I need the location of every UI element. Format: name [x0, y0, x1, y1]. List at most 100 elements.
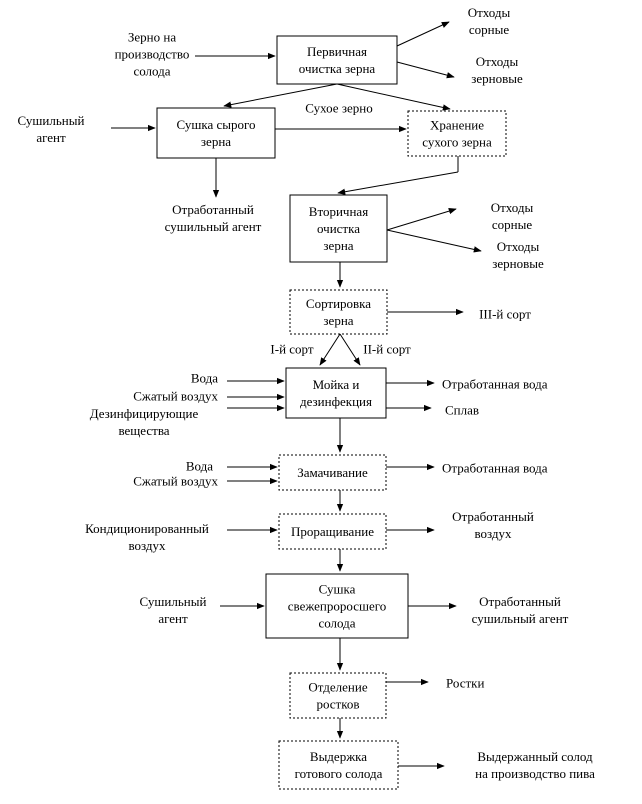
flow-arrow — [319, 333, 341, 366]
label-grade-1-line-1: I-й сорт — [270, 342, 313, 357]
box-storage-text-line-2: сухого зерна — [422, 135, 492, 150]
box-washing-text-line-1: Мойка и — [313, 377, 360, 392]
box-sorting-text-line-2: зерна — [323, 313, 353, 328]
label-water-2-line-1: Вода — [186, 459, 213, 474]
box-aging-text: Выдержка готового солода — [295, 749, 383, 781]
box-germination: Проращивание — [278, 513, 387, 550]
label-drying-agent-1-line-1: Сушильный — [18, 113, 85, 128]
label-spent-air-line-1: Отработанный — [452, 509, 534, 524]
box-primary-cleaning-text: Первичная очистка зерна — [299, 44, 376, 76]
label-conditioned-air-line-1: Кондиционированный — [85, 521, 209, 536]
label-grade-3-line-1: III-й сорт — [479, 307, 531, 322]
box-malt-drying-text-line-1: Сушка — [319, 582, 356, 597]
box-malt-drying: Сушка свежепроросшего солода — [265, 573, 409, 639]
box-primary-cleaning-text-line-1: Первичная — [307, 44, 367, 59]
label-water-1-line-1: Вода — [191, 371, 218, 386]
box-raw-drying-text-line-2: зерна — [201, 134, 231, 149]
label-drying-agent-2: Сушильный агент — [140, 594, 207, 626]
flow-arrow — [396, 21, 450, 47]
box-sorting-text-line-1: Сортировка — [306, 296, 371, 311]
label-spent-agent-2: Отработанный сушильный агент — [472, 594, 569, 626]
box-malt-drying-text-line-2: свежепроросшего — [288, 599, 387, 614]
label-conditioned-air-line-2: воздух — [128, 538, 166, 553]
box-storage-text: Хранение сухого зерна — [422, 118, 492, 150]
label-spent-agent-2-line-1: Отработанный — [479, 594, 561, 609]
label-sprouts-line-1: Ростки — [446, 676, 484, 691]
label-spent-agent-1-line-1: Отработанный — [172, 202, 254, 217]
label-sprouts: Ростки — [446, 676, 484, 691]
box-malt-drying-text-line-3: солода — [318, 616, 355, 631]
label-spent-water-2-line-1: Отработанная вода — [442, 461, 548, 476]
flow-arrow — [386, 229, 482, 253]
label-disinfectants-line-1: Дезинфицирующие — [90, 406, 199, 421]
label-overflow: Сплав — [445, 403, 479, 418]
box-storage-text-line-1: Хранение — [430, 118, 484, 133]
box-secondary-cleaning-text-line-1: Вторичная — [309, 204, 368, 219]
box-secondary-cleaning-frame — [289, 194, 388, 263]
box-washing-text-line-2: дезинфекция — [300, 394, 372, 409]
label-compressed-air-2: Сжатый воздух — [133, 474, 218, 489]
label-compressed-air-1: Сжатый воздух — [133, 389, 218, 404]
label-waste-grain-1-line-2: зерновые — [471, 71, 523, 86]
box-storage: Хранение сухого зерна — [407, 110, 507, 157]
box-sorting-text: Сортировка зерна — [306, 296, 371, 328]
box-germination-frame — [278, 513, 387, 550]
label-conditioned-air: Кондиционированный воздух — [85, 521, 209, 553]
label-waste-grain-2-line-2: зерновые — [492, 256, 544, 271]
flow-arrow — [337, 171, 459, 195]
box-steeping-text-line-1: Замачивание — [297, 465, 368, 480]
flow-arrow — [396, 61, 455, 79]
label-grain-in-line-1: Зерно на — [128, 30, 176, 45]
label-overflow-line-1: Сплав — [445, 403, 479, 418]
label-waste-grain-1-line-1: Отходы — [476, 54, 519, 69]
box-sprout-removal-text-line-1: Отделение — [308, 680, 367, 695]
box-primary-cleaning: Первичная очистка зерна — [276, 35, 398, 85]
box-washing-frame — [285, 367, 387, 419]
box-primary-cleaning-frame — [276, 35, 398, 85]
label-spent-water-1-line-1: Отработанная вода — [442, 377, 548, 392]
box-raw-drying-frame — [156, 107, 276, 159]
box-germination-text-line-1: Проращивание — [291, 524, 374, 539]
label-waste-grain-1: Отходы зерновые — [471, 54, 523, 86]
box-sprout-removal: Отделение ростков — [289, 672, 387, 719]
flow-arrow — [223, 83, 338, 108]
box-aging-text-line-2: готового солода — [295, 766, 383, 781]
label-grain-in-line-2: производство — [115, 47, 190, 62]
box-steeping-frame — [278, 454, 387, 491]
label-waste-weed-1-line-1: Отходы — [468, 5, 511, 20]
box-secondary-cleaning-text-line-2: очистка — [317, 221, 360, 236]
label-spent-air-line-2: воздух — [474, 526, 512, 541]
label-waste-weed-1-line-2: сорные — [469, 22, 509, 37]
box-malt-drying-frame — [265, 573, 409, 639]
label-waste-grain-2: Отходы зерновые — [492, 239, 544, 271]
label-dry-grain-line-1: Сухое зерно — [305, 101, 372, 116]
label-drying-agent-2-line-2: агент — [158, 611, 188, 626]
box-aging: Выдержка готового солода — [278, 740, 399, 790]
box-storage-frame — [407, 110, 507, 157]
box-aging-frame — [278, 740, 399, 790]
label-final-malt-line-1: Выдержанный солод — [477, 749, 593, 764]
box-washing-text: Мойка и дезинфекция — [300, 377, 372, 409]
box-washing: Мойка и дезинфекция — [285, 367, 387, 419]
flow-arrow — [336, 83, 451, 111]
label-drying-agent-2-line-1: Сушильный — [140, 594, 207, 609]
label-spent-water-2: Отработанная вода — [442, 461, 548, 476]
box-sprout-removal-text-line-2: ростков — [316, 697, 359, 712]
label-water-1: Вода — [191, 371, 218, 386]
box-steeping: Замачивание — [278, 454, 387, 491]
label-spent-water-1: Отработанная вода — [442, 377, 548, 392]
label-grade-1: I-й сорт — [270, 342, 313, 357]
label-spent-agent-2-line-2: сушильный агент — [472, 611, 569, 626]
box-primary-cleaning-text-line-2: очистка зерна — [299, 61, 376, 76]
label-dry-grain: Сухое зерно — [305, 101, 372, 116]
box-sorting-frame — [289, 289, 388, 335]
label-waste-grain-2-line-1: Отходы — [497, 239, 540, 254]
label-waste-weed-2-line-2: сорные — [492, 217, 532, 232]
box-aging-text-line-1: Выдержка — [310, 749, 367, 764]
